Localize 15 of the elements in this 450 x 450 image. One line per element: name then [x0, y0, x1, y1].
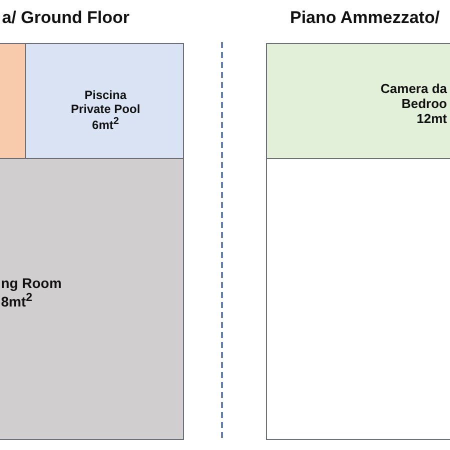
room-box: [266, 158, 450, 440]
pool-room: [25, 43, 184, 159]
room-label: 6mt$^{2}$: [92, 116, 119, 132]
floor-heading: a/ Ground Floor: [2, 8, 130, 28]
floor-heading: Piano Ammezzato/: [290, 8, 440, 28]
room-label: ng Room: [1, 275, 62, 291]
room-label: Private Pool: [70, 102, 140, 116]
room-box: [0, 43, 26, 159]
room-label: 12mt: [416, 111, 447, 126]
room-label: Camera da: [380, 81, 447, 96]
room-label: Piscina: [84, 88, 127, 102]
room-label: Bedroo: [402, 96, 447, 111]
bedroom: [266, 43, 450, 159]
living-room: [0, 158, 184, 440]
room-label: 8mt$^{2}$: [1, 291, 32, 310]
